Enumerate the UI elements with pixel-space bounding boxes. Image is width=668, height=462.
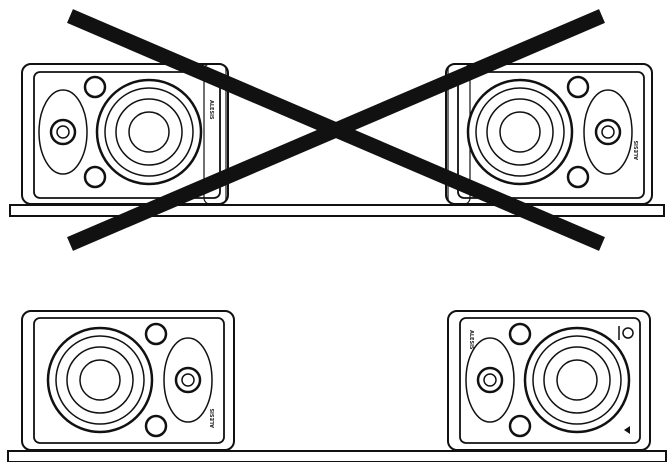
top-right-speaker: ALESIS — [445, 63, 653, 205]
speaker-logo: ALESIS — [468, 330, 474, 350]
incorrect-x-icon — [67, 9, 605, 251]
woofer-icon — [466, 78, 574, 186]
indicator-icon — [624, 426, 630, 434]
speaker-logo: ALESIS — [208, 100, 214, 120]
woofer-icon — [523, 326, 631, 434]
bottom-shelf — [7, 450, 667, 462]
bottom-row: ALESIS ALESIS — [7, 310, 667, 462]
top-shelf — [9, 204, 665, 217]
speaker-logo: ALESIS — [634, 140, 640, 160]
top-left-speaker: ALESIS — [21, 63, 229, 205]
port-icon — [144, 322, 168, 346]
port-icon — [508, 414, 532, 438]
port-icon — [83, 165, 107, 189]
bottom-left-speaker: ALESIS — [21, 310, 235, 451]
port-icon — [83, 75, 107, 99]
speaker-logo: ALESIS — [210, 408, 216, 428]
woofer-icon — [46, 326, 154, 434]
port-icon — [144, 414, 168, 438]
bottom-right-speaker: ALESIS — [447, 310, 651, 451]
power-icon — [618, 326, 634, 340]
port-icon — [566, 75, 590, 99]
woofer-icon — [95, 78, 203, 186]
port-icon — [508, 322, 532, 346]
top-row: ALESIS ALESIS — [9, 9, 665, 251]
port-icon — [566, 165, 590, 189]
